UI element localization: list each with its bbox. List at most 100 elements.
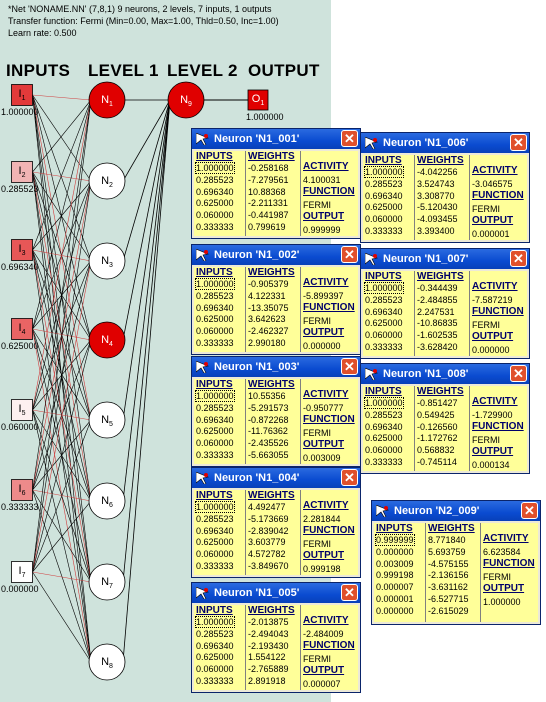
weight-cell[interactable]: -5.291573 xyxy=(248,402,289,413)
input-node-7[interactable] xyxy=(11,561,33,583)
weight-cell[interactable]: -2.615029 xyxy=(428,605,469,616)
input-cell[interactable]: 0.696340 xyxy=(196,414,234,425)
close-button[interactable]: ✕ xyxy=(510,250,527,267)
weight-cell[interactable]: -10.86835 xyxy=(417,318,458,329)
title-bar[interactable]: Neuron 'N1_002'✕ xyxy=(192,245,360,265)
weight-cell[interactable]: 3.603779 xyxy=(248,537,286,548)
input-node-5[interactable] xyxy=(11,399,33,421)
weight-cell[interactable]: -1.602535 xyxy=(417,330,458,341)
input-cell[interactable]: 0.285523 xyxy=(196,174,234,185)
input-cell[interactable]: 0.060000 xyxy=(365,445,403,456)
input-cell[interactable]: 1.000000 xyxy=(195,162,235,174)
input-cell[interactable]: 0.060000 xyxy=(196,326,234,337)
weight-cell[interactable]: -2.013875 xyxy=(248,617,289,627)
input-cell[interactable]: 0.060000 xyxy=(365,214,403,225)
weight-cell[interactable]: -2.494043 xyxy=(248,628,289,639)
weight-cell[interactable]: -0.344439 xyxy=(417,283,458,293)
weight-cell[interactable]: -0.126560 xyxy=(417,421,458,432)
input-cell[interactable]: 0.625000 xyxy=(196,314,234,325)
neuron-9[interactable] xyxy=(167,81,205,119)
title-bar[interactable]: Neuron 'N1_001'✕ xyxy=(192,129,360,149)
input-cell[interactable]: 1.000000 xyxy=(364,397,404,409)
weight-cell[interactable]: 2.891918 xyxy=(248,676,286,686)
input-cell[interactable]: 1.000000 xyxy=(195,390,235,402)
input-cell[interactable]: 0.696340 xyxy=(196,640,234,651)
neuron-6[interactable] xyxy=(88,482,126,520)
input-cell[interactable]: 0.285523 xyxy=(365,178,403,189)
weight-cell[interactable]: -1.172762 xyxy=(417,433,458,444)
input-cell[interactable]: 0.333333 xyxy=(196,676,234,686)
input-node-4[interactable] xyxy=(11,318,33,340)
weight-cell[interactable]: -0.441987 xyxy=(248,210,289,221)
close-button[interactable]: ✕ xyxy=(510,134,527,151)
weight-cell[interactable]: -2.136156 xyxy=(428,570,469,581)
input-cell[interactable]: 0.060000 xyxy=(196,438,234,449)
input-cell[interactable]: 0.285523 xyxy=(365,409,403,420)
weight-cell[interactable]: -0.905379 xyxy=(248,279,289,289)
close-button[interactable]: ✕ xyxy=(521,502,538,519)
weight-cell[interactable]: -7.279561 xyxy=(248,174,289,185)
input-cell[interactable]: 0.625000 xyxy=(365,202,403,213)
weight-cell[interactable]: 0.549425 xyxy=(417,409,455,420)
weight-cell[interactable]: 10.88368 xyxy=(248,186,286,197)
weight-cell[interactable]: 3.642623 xyxy=(248,314,286,325)
neuron-8[interactable] xyxy=(88,643,126,681)
input-cell[interactable]: 0.625000 xyxy=(365,318,403,329)
weight-cell[interactable]: -4.575155 xyxy=(428,558,469,569)
input-cell[interactable]: 1.000000 xyxy=(195,501,235,513)
neuron-1[interactable] xyxy=(88,81,126,119)
weight-cell[interactable]: 3.393400 xyxy=(417,226,455,236)
input-cell[interactable]: 0.625000 xyxy=(365,433,403,444)
input-cell[interactable]: 0.285523 xyxy=(196,513,234,524)
input-node-2[interactable] xyxy=(11,161,33,183)
weight-cell[interactable]: 0.799619 xyxy=(248,222,286,232)
input-cell[interactable]: 0.625000 xyxy=(196,652,234,663)
input-cell[interactable]: 0.333333 xyxy=(365,457,403,467)
input-cell[interactable]: 0.696340 xyxy=(365,421,403,432)
weight-cell[interactable]: -5.663055 xyxy=(248,450,289,460)
input-node-1[interactable] xyxy=(11,84,33,106)
weight-cell[interactable]: -2.765889 xyxy=(248,664,289,675)
title-bar[interactable]: Neuron 'N2_009'✕ xyxy=(372,501,540,521)
input-cell[interactable]: 0.285523 xyxy=(196,628,234,639)
input-cell[interactable]: 0.285523 xyxy=(196,402,234,413)
input-cell[interactable]: 0.696340 xyxy=(196,302,234,313)
weight-cell[interactable]: -11.76362 xyxy=(248,426,288,437)
input-cell[interactable]: 0.285523 xyxy=(365,294,403,305)
input-cell[interactable]: 0.999999 xyxy=(375,534,415,546)
output-node-1[interactable] xyxy=(247,89,269,111)
neuron-2[interactable] xyxy=(88,162,126,200)
input-cell[interactable]: 1.000000 xyxy=(195,616,235,628)
input-cell[interactable]: 0.333333 xyxy=(365,342,403,352)
weight-cell[interactable]: -5.120430 xyxy=(417,202,458,213)
weight-cell[interactable]: -13.35075 xyxy=(248,302,289,313)
input-cell[interactable]: 0.000001 xyxy=(376,594,414,604)
weight-cell[interactable]: 10.55356 xyxy=(248,391,286,401)
neuron-5[interactable] xyxy=(88,401,126,439)
neuron-7[interactable] xyxy=(88,563,126,601)
weight-cell[interactable]: -0.745114 xyxy=(417,457,457,467)
neuron-3[interactable] xyxy=(88,242,126,280)
input-cell[interactable]: 0.333333 xyxy=(196,561,234,571)
weight-cell[interactable]: 3.308770 xyxy=(417,190,455,201)
weight-cell[interactable]: -0.872268 xyxy=(248,414,289,425)
weight-cell[interactable]: -3.849670 xyxy=(248,561,289,571)
weight-cell[interactable]: 5.693759 xyxy=(428,546,466,557)
input-cell[interactable]: 1.000000 xyxy=(364,166,404,178)
title-bar[interactable]: Neuron 'N1_003'✕ xyxy=(192,357,360,377)
input-cell[interactable]: 0.696340 xyxy=(365,306,403,317)
title-bar[interactable]: Neuron 'N1_007'✕ xyxy=(361,249,529,269)
close-button[interactable]: ✕ xyxy=(510,365,527,382)
input-cell[interactable]: 0.696340 xyxy=(196,186,234,197)
input-cell[interactable]: 0.696340 xyxy=(196,525,234,536)
weight-cell[interactable]: -4.042256 xyxy=(417,167,458,177)
weight-cell[interactable]: -2.839042 xyxy=(248,525,289,536)
weight-cell[interactable]: 2.247531 xyxy=(417,306,455,317)
input-cell[interactable]: 1.000000 xyxy=(364,282,404,294)
neuron-4[interactable] xyxy=(88,321,126,359)
